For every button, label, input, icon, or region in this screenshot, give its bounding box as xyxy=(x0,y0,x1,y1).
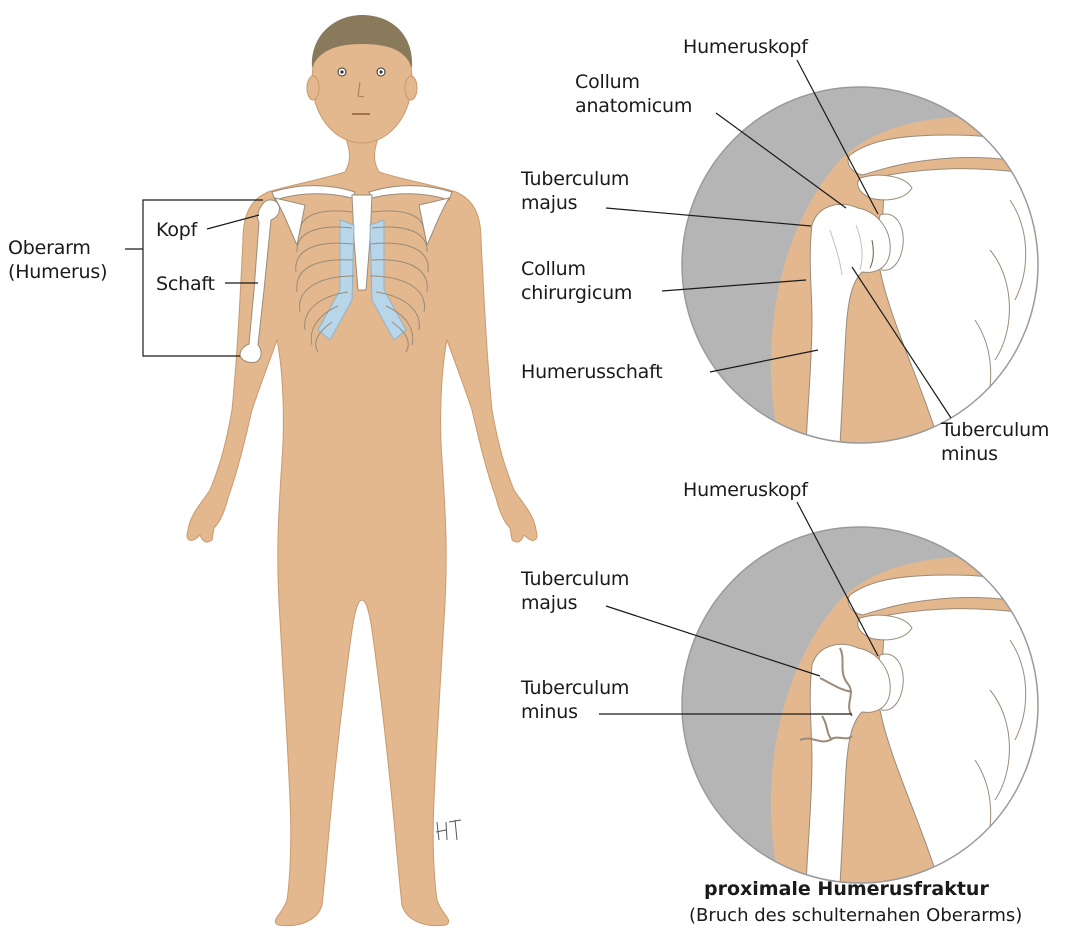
label-tuberculum-majus-top: Tuberculum majus xyxy=(521,167,629,215)
label-tuberculum-majus-bottom-line1: Tuberculum xyxy=(521,567,629,591)
label-tuberculum-minus-bottom-line1: Tuberculum xyxy=(521,676,629,700)
label-tuberculum-minus-top-line1: Tuberculum xyxy=(941,418,1049,442)
label-collum-anatomicum-line2: anatomicum xyxy=(575,94,692,118)
shoulder-detail-fracture xyxy=(599,502,1040,885)
left-ear xyxy=(307,76,319,100)
label-oberarm-line2: (Humerus) xyxy=(8,260,107,284)
label-collum-anatomicum: Collum anatomicum xyxy=(575,70,692,118)
label-tuberculum-minus-bottom: Tuberculum minus xyxy=(521,676,629,724)
signature xyxy=(436,820,461,840)
caption-title: proximale Humerusfraktur xyxy=(704,878,989,900)
label-tuberculum-minus-bottom-line2: minus xyxy=(521,700,629,724)
label-oberarm-line1: Oberarm xyxy=(8,236,107,260)
label-humeruskopf-top: Humeruskopf xyxy=(683,35,808,59)
label-humeruskopf-bottom: Humeruskopf xyxy=(683,478,808,502)
caption-subtitle: (Bruch des schulternahen Oberarms) xyxy=(689,905,1022,926)
label-collum-anatomicum-line1: Collum xyxy=(575,70,692,94)
label-tuberculum-majus-bottom-line2: majus xyxy=(521,591,629,615)
label-collum-chirurgicum-line2: chirurgicum xyxy=(521,281,632,305)
label-tuberculum-majus-top-line2: majus xyxy=(521,191,629,215)
label-tuberculum-minus-top: Tuberculum minus xyxy=(941,418,1049,466)
label-oberarm: Oberarm (Humerus) xyxy=(8,236,107,284)
label-tuberculum-majus-bottom: Tuberculum majus xyxy=(521,567,629,615)
label-collum-chirurgicum-line1: Collum xyxy=(521,257,632,281)
label-tuberculum-majus-top-line1: Tuberculum xyxy=(521,167,629,191)
label-schaft: Schaft xyxy=(156,272,215,296)
human-figure xyxy=(125,15,537,926)
label-kopf: Kopf xyxy=(156,218,197,242)
label-humerusschaft: Humerusschaft xyxy=(521,360,663,384)
label-tuberculum-minus-top-line2: minus xyxy=(941,442,1049,466)
right-ear xyxy=(405,76,417,100)
label-collum-chirurgicum: Collum chirurgicum xyxy=(521,257,632,305)
